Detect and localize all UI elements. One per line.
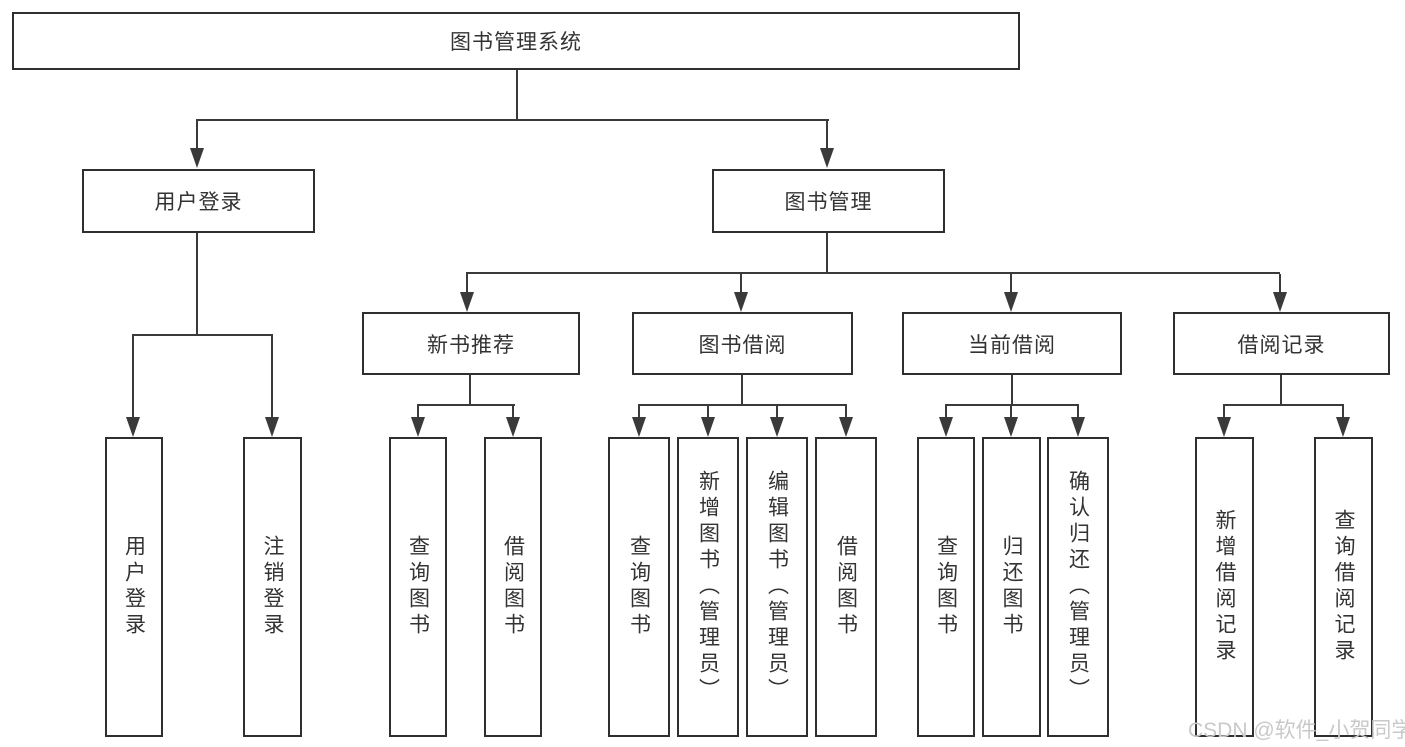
arrow-down-icon bbox=[770, 406, 784, 437]
arrow-down-icon bbox=[1071, 406, 1085, 437]
leaf-query-books: 查询图书 bbox=[389, 437, 447, 737]
leaf-add-books-admin: 新增图书（管理员） bbox=[677, 437, 739, 737]
leaf-label: 查询图书 bbox=[934, 535, 958, 639]
arrow-down-icon bbox=[411, 406, 425, 437]
node-borrowing-records: 借阅记录 bbox=[1173, 312, 1390, 375]
node-current-borrowing: 当前借阅 bbox=[902, 312, 1122, 375]
connector-line bbox=[1280, 375, 1282, 406]
arrow-down-icon bbox=[701, 406, 715, 437]
node-label: 图书管理 bbox=[784, 191, 873, 214]
node-library-management-system: 图书管理系统 bbox=[12, 12, 1020, 70]
connector-line bbox=[466, 272, 1280, 274]
arrow-down-icon bbox=[190, 120, 204, 168]
arrow-down-icon bbox=[734, 274, 748, 312]
leaf-query-borrow-record: 查询借阅记录 bbox=[1314, 437, 1373, 737]
arrow-down-icon bbox=[460, 274, 474, 312]
connector-line bbox=[741, 375, 743, 406]
leaf-query-books: 查询图书 bbox=[608, 437, 670, 737]
leaf-label: 借阅图书 bbox=[501, 535, 525, 639]
leaf-label: 借阅图书 bbox=[834, 535, 858, 639]
node-label: 用户登录 bbox=[154, 191, 243, 214]
csdn-watermark: CSDN @软件_小贺同学 bbox=[1188, 719, 1405, 742]
leaf-query-books: 查询图书 bbox=[917, 437, 975, 737]
arrow-down-icon bbox=[1004, 406, 1018, 437]
arrow-down-icon bbox=[1004, 274, 1018, 312]
connector-line bbox=[196, 119, 829, 121]
leaf-label: 新增图书（管理员） bbox=[696, 470, 720, 704]
node-book-management: 图书管理 bbox=[712, 169, 945, 233]
arrow-down-icon bbox=[506, 406, 520, 437]
node-user-login: 用户登录 bbox=[82, 169, 315, 233]
leaf-label: 确认归还（管理员） bbox=[1066, 470, 1090, 704]
leaf-user-login: 用户登录 bbox=[105, 437, 163, 737]
arrow-down-icon bbox=[632, 406, 646, 437]
connector-line bbox=[516, 70, 518, 121]
arrow-down-icon bbox=[1273, 274, 1287, 312]
leaf-logout: 注销登录 bbox=[243, 437, 302, 737]
arrow-down-icon bbox=[126, 336, 140, 437]
leaf-label: 查询借阅记录 bbox=[1332, 509, 1355, 665]
leaf-label: 注销登录 bbox=[261, 535, 284, 639]
arrow-down-icon bbox=[1217, 406, 1231, 437]
connector-line bbox=[469, 375, 471, 406]
connector-line bbox=[1223, 404, 1344, 406]
leaf-label: 归还图书 bbox=[1000, 535, 1023, 639]
node-label: 图书管理系统 bbox=[450, 31, 582, 54]
connector-line bbox=[638, 404, 847, 406]
connector-line bbox=[132, 334, 273, 336]
arrow-down-icon bbox=[820, 120, 834, 168]
leaf-add-borrow-record: 新增借阅记录 bbox=[1195, 437, 1254, 737]
arrow-down-icon bbox=[265, 336, 279, 437]
leaf-label: 新增借阅记录 bbox=[1213, 509, 1236, 665]
node-label: 图书借阅 bbox=[698, 333, 787, 357]
leaf-edit-books-admin: 编辑图书（管理员） bbox=[746, 437, 808, 737]
leaf-return-books: 归还图书 bbox=[982, 437, 1041, 737]
leaf-confirm-return-admin: 确认归还（管理员） bbox=[1047, 437, 1109, 737]
connector-line bbox=[417, 404, 515, 406]
node-new-book-recommend: 新书推荐 bbox=[362, 312, 580, 375]
leaf-borrow-books: 借阅图书 bbox=[484, 437, 542, 737]
arrow-down-icon bbox=[1336, 406, 1350, 437]
leaf-label: 用户登录 bbox=[122, 535, 146, 639]
node-label: 当前借阅 bbox=[968, 333, 1056, 357]
connector-line bbox=[1011, 375, 1013, 406]
arrow-down-icon bbox=[939, 406, 953, 437]
leaf-label: 查询图书 bbox=[406, 535, 430, 639]
connector-line bbox=[826, 233, 828, 274]
arrow-down-icon bbox=[839, 406, 853, 437]
leaf-label: 编辑图书（管理员） bbox=[765, 470, 789, 704]
node-label: 新书推荐 bbox=[427, 333, 515, 357]
leaf-borrow-books: 借阅图书 bbox=[815, 437, 877, 737]
node-label: 借阅记录 bbox=[1237, 333, 1326, 357]
leaf-label: 查询图书 bbox=[627, 535, 651, 639]
node-book-borrowing: 图书借阅 bbox=[632, 312, 853, 375]
connector-line bbox=[196, 233, 198, 336]
connector-line bbox=[945, 404, 1079, 406]
